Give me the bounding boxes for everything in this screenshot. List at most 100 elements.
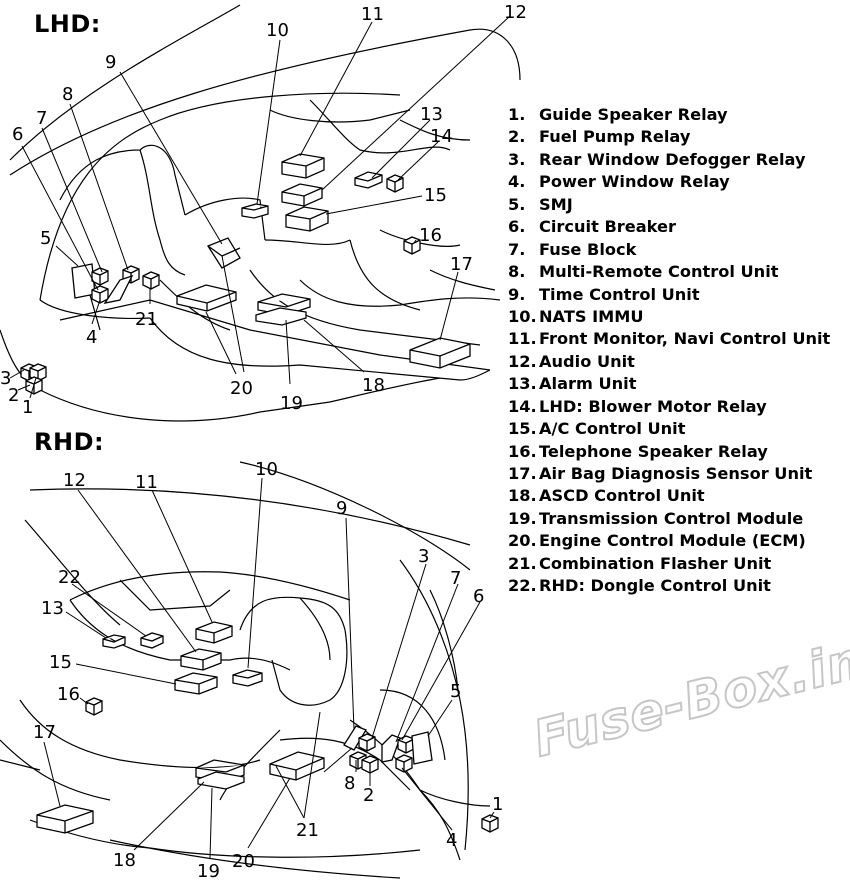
rhd-callout-16: 16: [57, 684, 80, 705]
rhd-callout-11: 11: [135, 472, 158, 493]
rhd-audio-unit-box: [180, 648, 222, 671]
lhd-callout-21: 21: [135, 309, 158, 330]
legend-number: 8.: [508, 262, 526, 282]
legend-item: 12.Audio Unit: [508, 351, 830, 373]
rhd-callouts: 10 12 11 9 22 13 15 16 17 3 7 6 5 8 2 1 …: [33, 459, 503, 882]
legend-label: SMJ: [539, 194, 573, 214]
rhd-section-title: RHD:: [34, 428, 105, 456]
legend-label: LHD: Blower Motor Relay: [539, 396, 767, 416]
lhd-ascd-box: [255, 307, 307, 326]
rhd-ascd-box: [197, 771, 245, 790]
legend-item: 22.RHD: Dongle Control Unit: [508, 575, 830, 597]
lhd-leader-lines: [9, 15, 511, 399]
lhd-callout-8: 8: [62, 84, 73, 105]
lhd-callout-20: 20: [230, 378, 253, 399]
lhd-callout-18: 18: [362, 375, 385, 396]
lhd-section-title: LHD:: [34, 10, 101, 38]
legend-label: Rear Window Defogger Relay: [539, 149, 806, 169]
rhd-callout-13: 13: [41, 598, 64, 619]
lhd-audio-unit-box: [281, 153, 325, 179]
rhd-callout-15: 15: [49, 652, 72, 673]
legend-item: 2. Fuel Pump Relay: [508, 126, 830, 148]
legend-item: 13.Alarm Unit: [508, 373, 830, 395]
rhd-callout-3: 3: [418, 546, 429, 567]
legend-label: Power Window Relay: [539, 172, 730, 192]
legend-item: 3.Rear Window Defogger Relay: [508, 149, 830, 171]
rhd-callout-7: 7: [450, 568, 461, 589]
legend-number: 12.: [508, 351, 537, 371]
lhd-ac-control-box: [285, 206, 329, 232]
legend-label: RHD: Dongle Control Unit: [539, 576, 771, 596]
rhd-dashboard-outline: [0, 461, 491, 879]
lhd-flasher-unit: [142, 271, 160, 290]
lhd-callout-6: 6: [12, 124, 23, 145]
legend-item: 10.NATS IMMU: [508, 306, 830, 328]
legend-number: 20.: [508, 531, 537, 551]
legend-label: Time Control Unit: [539, 284, 700, 304]
lhd-callout-9: 9: [105, 52, 116, 73]
rhd-callout-6: 6: [473, 586, 484, 607]
legend-number: 11.: [508, 329, 537, 349]
legend-number: 7.: [508, 239, 526, 259]
legend-item: 4. Power Window Relay: [508, 171, 830, 193]
lhd-telephone-relay: [403, 236, 421, 255]
rhd-callout-4: 4: [446, 830, 457, 851]
rhd-callout-12: 12: [63, 470, 86, 491]
lhd-nats-box: [241, 203, 269, 219]
lhd-multi-remote-box: [103, 274, 134, 304]
component-legend: 1.Guide Speaker Relay 2.Fuel Pump Relay …: [508, 104, 830, 598]
rhd-front-monitor-box: [195, 621, 233, 644]
legend-number: 19.: [508, 508, 537, 528]
lhd-callout-10: 10: [266, 20, 289, 41]
legend-label: Multi-Remote Control Unit: [539, 262, 779, 282]
legend-number: 4.: [508, 172, 526, 192]
lhd-callout-16: 16: [419, 225, 442, 246]
legend-label: Engine Control Module (ECM): [539, 531, 806, 551]
legend-label: Fuel Pump Relay: [539, 127, 691, 147]
legend-number: 13.: [508, 374, 537, 394]
legend-label: Transmission Control Module: [539, 508, 804, 528]
rhd-callout-1: 1: [492, 794, 503, 815]
lhd-callout-14: 14: [430, 126, 453, 147]
legend-number: 2.: [508, 127, 526, 147]
rhd-callout-9: 9: [336, 498, 347, 519]
lhd-callout-3: 3: [0, 368, 11, 389]
legend-item: 19.Transmission Control Module: [508, 508, 830, 530]
rhd-callout-21: 21: [296, 820, 319, 841]
legend-item: 9.Time Control Unit: [508, 284, 830, 306]
legend-label: Air Bag Diagnosis Sensor Unit: [539, 464, 813, 483]
lhd-callout-17: 17: [450, 254, 473, 275]
lhd-callouts: 11 12 10 9 8 7 6 13 14 15 16 17 5 4 21 3…: [0, 2, 527, 418]
lhd-tcm-box: [257, 293, 311, 316]
legend-label: Front Monitor, Navi Control Unit: [539, 329, 831, 349]
legend-item: 18.ASCD Control Unit: [508, 485, 830, 507]
legend-item: 14.LHD: Blower Motor Relay: [508, 396, 830, 418]
lhd-ecm-box: [176, 284, 237, 312]
legend-number: 17.: [508, 464, 537, 483]
legend-label: A/C Control Unit: [539, 419, 686, 439]
legend-item: 17.Air Bag Diagnosis Sensor Unit: [508, 463, 830, 485]
legend-label: Fuse Block: [539, 239, 637, 259]
legend-item: 16.Telephone Speaker Relay: [508, 441, 830, 463]
rhd-telephone-relay: [85, 697, 103, 716]
rhd-power-window-relay: [395, 754, 413, 773]
lhd-alarm-box: [354, 171, 383, 189]
rhd-callout-8: 8: [344, 773, 355, 794]
rhd-ecm-box: [269, 751, 325, 781]
lhd-callout-19: 19: [280, 393, 303, 414]
rhd-smj-box: [411, 731, 433, 765]
rhd-callout-20: 20: [232, 851, 255, 872]
legend-number: 21.: [508, 553, 537, 573]
legend-item: 21.Combination Flasher Unit: [508, 553, 830, 575]
legend-number: 5.: [508, 194, 526, 214]
legend-number: 15.: [508, 419, 537, 439]
lhd-callout-11: 11: [361, 4, 384, 25]
legend-label: ASCD Control Unit: [539, 486, 705, 506]
lhd-callout-5: 5: [40, 228, 51, 249]
rhd-callout-18: 18: [113, 850, 136, 871]
legend-number: 6.: [508, 217, 526, 237]
legend-label: Alarm Unit: [539, 374, 637, 394]
legend-item: 8. Multi-Remote Control Unit: [508, 261, 830, 283]
legend-label: NATS IMMU: [539, 306, 644, 326]
